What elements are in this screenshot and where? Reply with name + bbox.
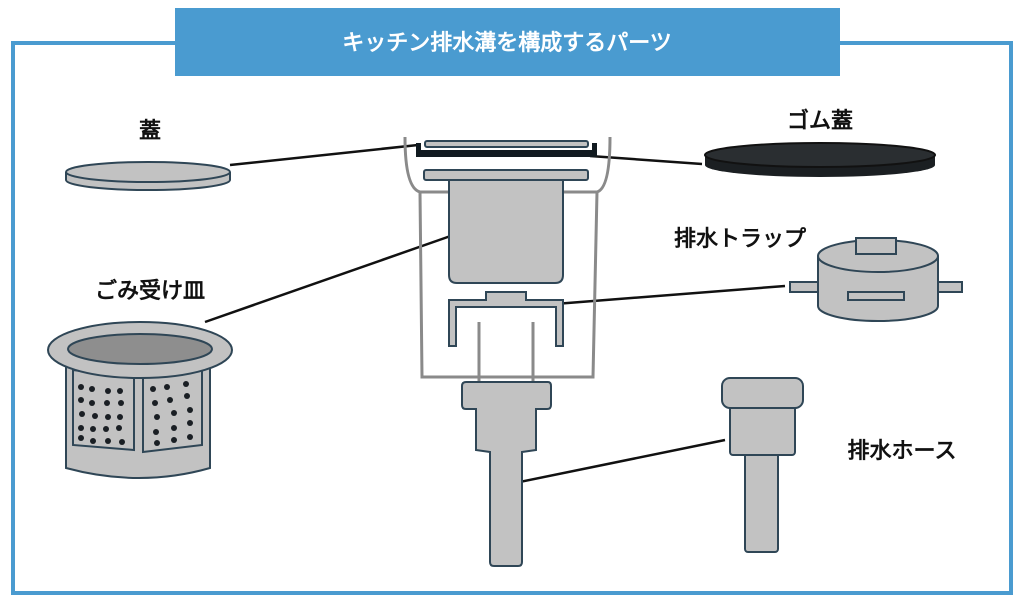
basket-illustration xyxy=(47,321,233,479)
drain-assembly xyxy=(403,136,612,567)
title: キッチン排水溝を構成するパーツ xyxy=(342,30,672,56)
title-bar xyxy=(175,8,840,76)
rubber-lid-illustration xyxy=(704,142,936,177)
label-lid: 蓋 xyxy=(139,118,161,144)
label-rubber-lid: ゴム蓋 xyxy=(787,108,853,134)
label-hose: 排水ホース xyxy=(848,439,957,464)
hose-illustration xyxy=(721,377,804,553)
label-basket: ごみ受け皿 xyxy=(95,278,205,304)
label-trap: 排水トラップ xyxy=(674,227,807,252)
basket-holes xyxy=(78,381,193,446)
trap-illustration xyxy=(789,237,963,322)
lid-illustration xyxy=(65,161,231,191)
